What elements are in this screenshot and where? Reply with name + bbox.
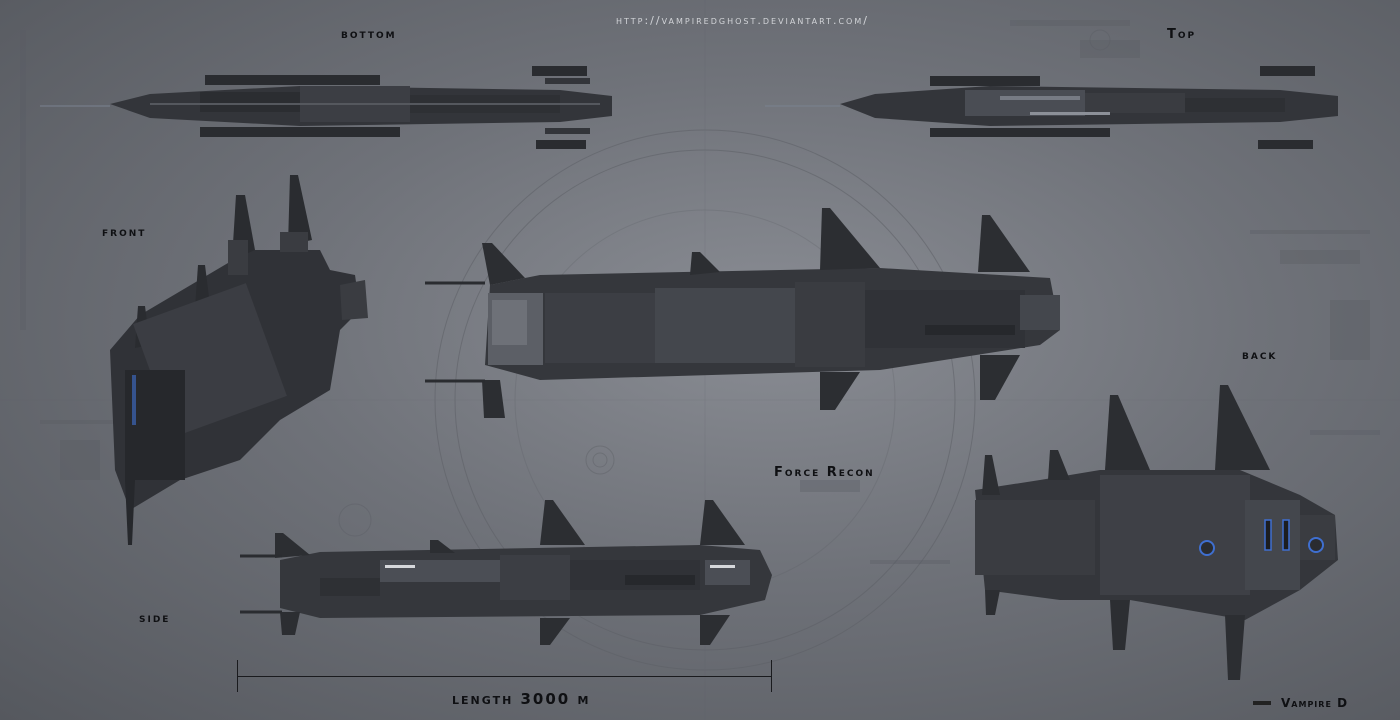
view-label-side: side [139,611,171,626]
view-label-bottom: bottom [341,27,397,42]
scale-tick-start [237,660,238,692]
source-url[interactable]: http://vampiredghost.deviantart.com/ [616,14,869,27]
view-label-top: Top [1167,27,1197,42]
view-label-force-recon: Force Recon [774,465,875,480]
signature-mark [1253,701,1271,705]
signature: Vampire D [1281,696,1349,710]
view-label-back: back [1242,348,1278,363]
scale-bar [237,676,771,677]
scale-tick-end [771,660,772,692]
view-label-front: front [102,225,147,240]
length-label: length 3000 m [452,690,591,708]
